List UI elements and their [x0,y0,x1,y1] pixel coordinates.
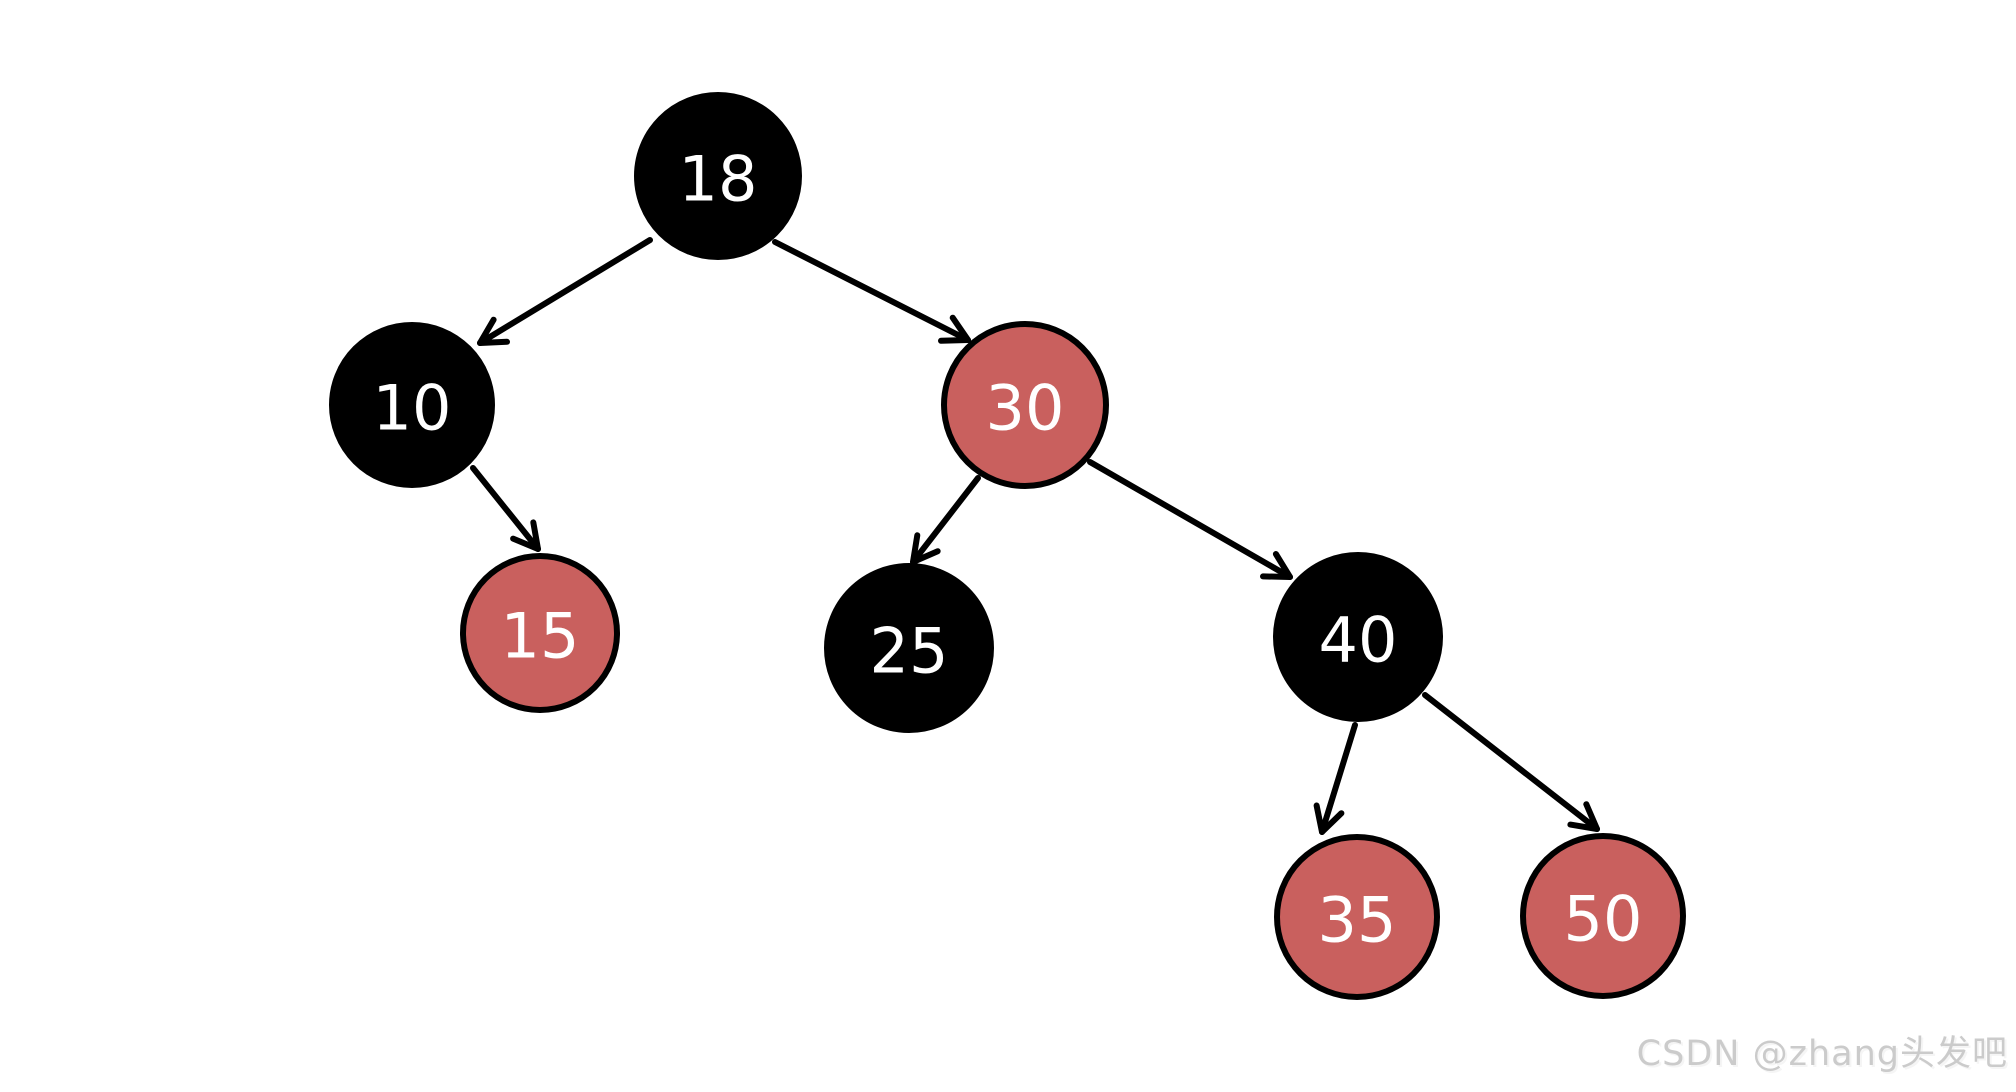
node-label: 10 [373,372,452,445]
edge-arrow-40-35 [1313,722,1358,835]
node-label: 30 [986,372,1065,445]
watermark-text: CSDN @zhang头发吧 [1636,1034,2008,1074]
tree-node-30: 30 [941,321,1109,489]
tree-node-10: 10 [329,322,495,488]
arrowhead-icon [1260,551,1293,580]
node-circle-black [634,92,802,260]
arrowhead-icon [510,519,541,552]
tree-node-40: 40 [1273,552,1443,722]
tree-node-50: 50 [1520,833,1686,999]
edge-arrow-18-30 [772,239,971,344]
arrowhead-icon [1567,801,1600,832]
tree-node-25: 25 [824,563,994,733]
tree-node-15: 15 [460,553,620,713]
arrowhead-icon [910,532,941,565]
tree-node-35: 35 [1274,834,1440,1000]
edge-arrow-10-15 [470,465,541,552]
node-circle-red [1520,833,1686,999]
node-circle-black [1273,552,1443,722]
node-label: 40 [1319,604,1398,677]
edge-arrow-30-40 [1087,459,1293,580]
arrowhead-icon [938,314,971,344]
node-circle-black [824,563,994,733]
node-label: 35 [1318,884,1397,957]
edge-arrow-18-10 [477,237,653,346]
node-label: 15 [501,600,580,673]
node-label: 18 [679,143,758,216]
arrowhead-icon [1313,802,1345,835]
node-circle-red [460,553,620,713]
node-circle-red [1274,834,1440,1000]
node-circle-red [941,321,1109,489]
node-label: 25 [870,615,949,688]
edge-arrow-30-25 [910,475,981,565]
node-label: 50 [1564,883,1643,956]
tree-node-18: 18 [634,92,802,260]
node-circle-black [329,322,495,488]
arrowhead-icon [477,316,510,346]
edge-arrow-40-50 [1422,692,1600,832]
